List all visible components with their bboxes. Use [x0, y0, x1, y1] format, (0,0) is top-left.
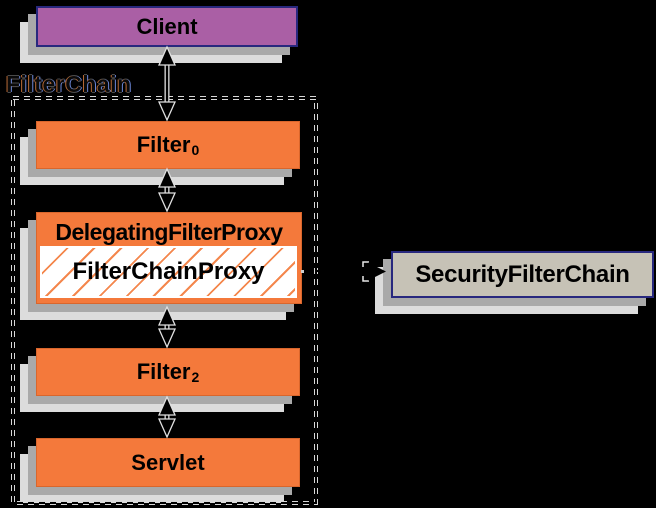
node-client-label: Client — [136, 13, 198, 39]
node-filter-chain-proxy-label: FilterChainProxy — [72, 258, 265, 285]
filterchain-container-label: FilterChain — [6, 71, 132, 97]
arrowhead-down-icon — [157, 101, 177, 122]
arrowhead-down-icon — [157, 328, 177, 349]
node-delegating-filter-proxy: DelegatingFilterProxy FilterChainProxy — [36, 212, 302, 304]
node-filter-chain-proxy: FilterChainProxy — [40, 246, 297, 298]
node-filter0-label: Filter — [136, 132, 191, 157]
node-servlet: Servlet — [36, 438, 300, 487]
node-security-filter-chain: SecurityFilterChain — [391, 251, 654, 298]
node-servlet-label: Servlet — [131, 449, 205, 475]
node-filter2-label: Filter — [136, 359, 191, 384]
node-client: Client — [36, 6, 298, 47]
dashed-link-filterchainproxy-securityfilterchain — [301, 261, 386, 282]
node-security-filter-chain-label: SecurityFilterChain — [415, 260, 630, 288]
arrowhead-down-icon — [157, 192, 177, 213]
arrowhead-down-icon — [157, 418, 177, 439]
